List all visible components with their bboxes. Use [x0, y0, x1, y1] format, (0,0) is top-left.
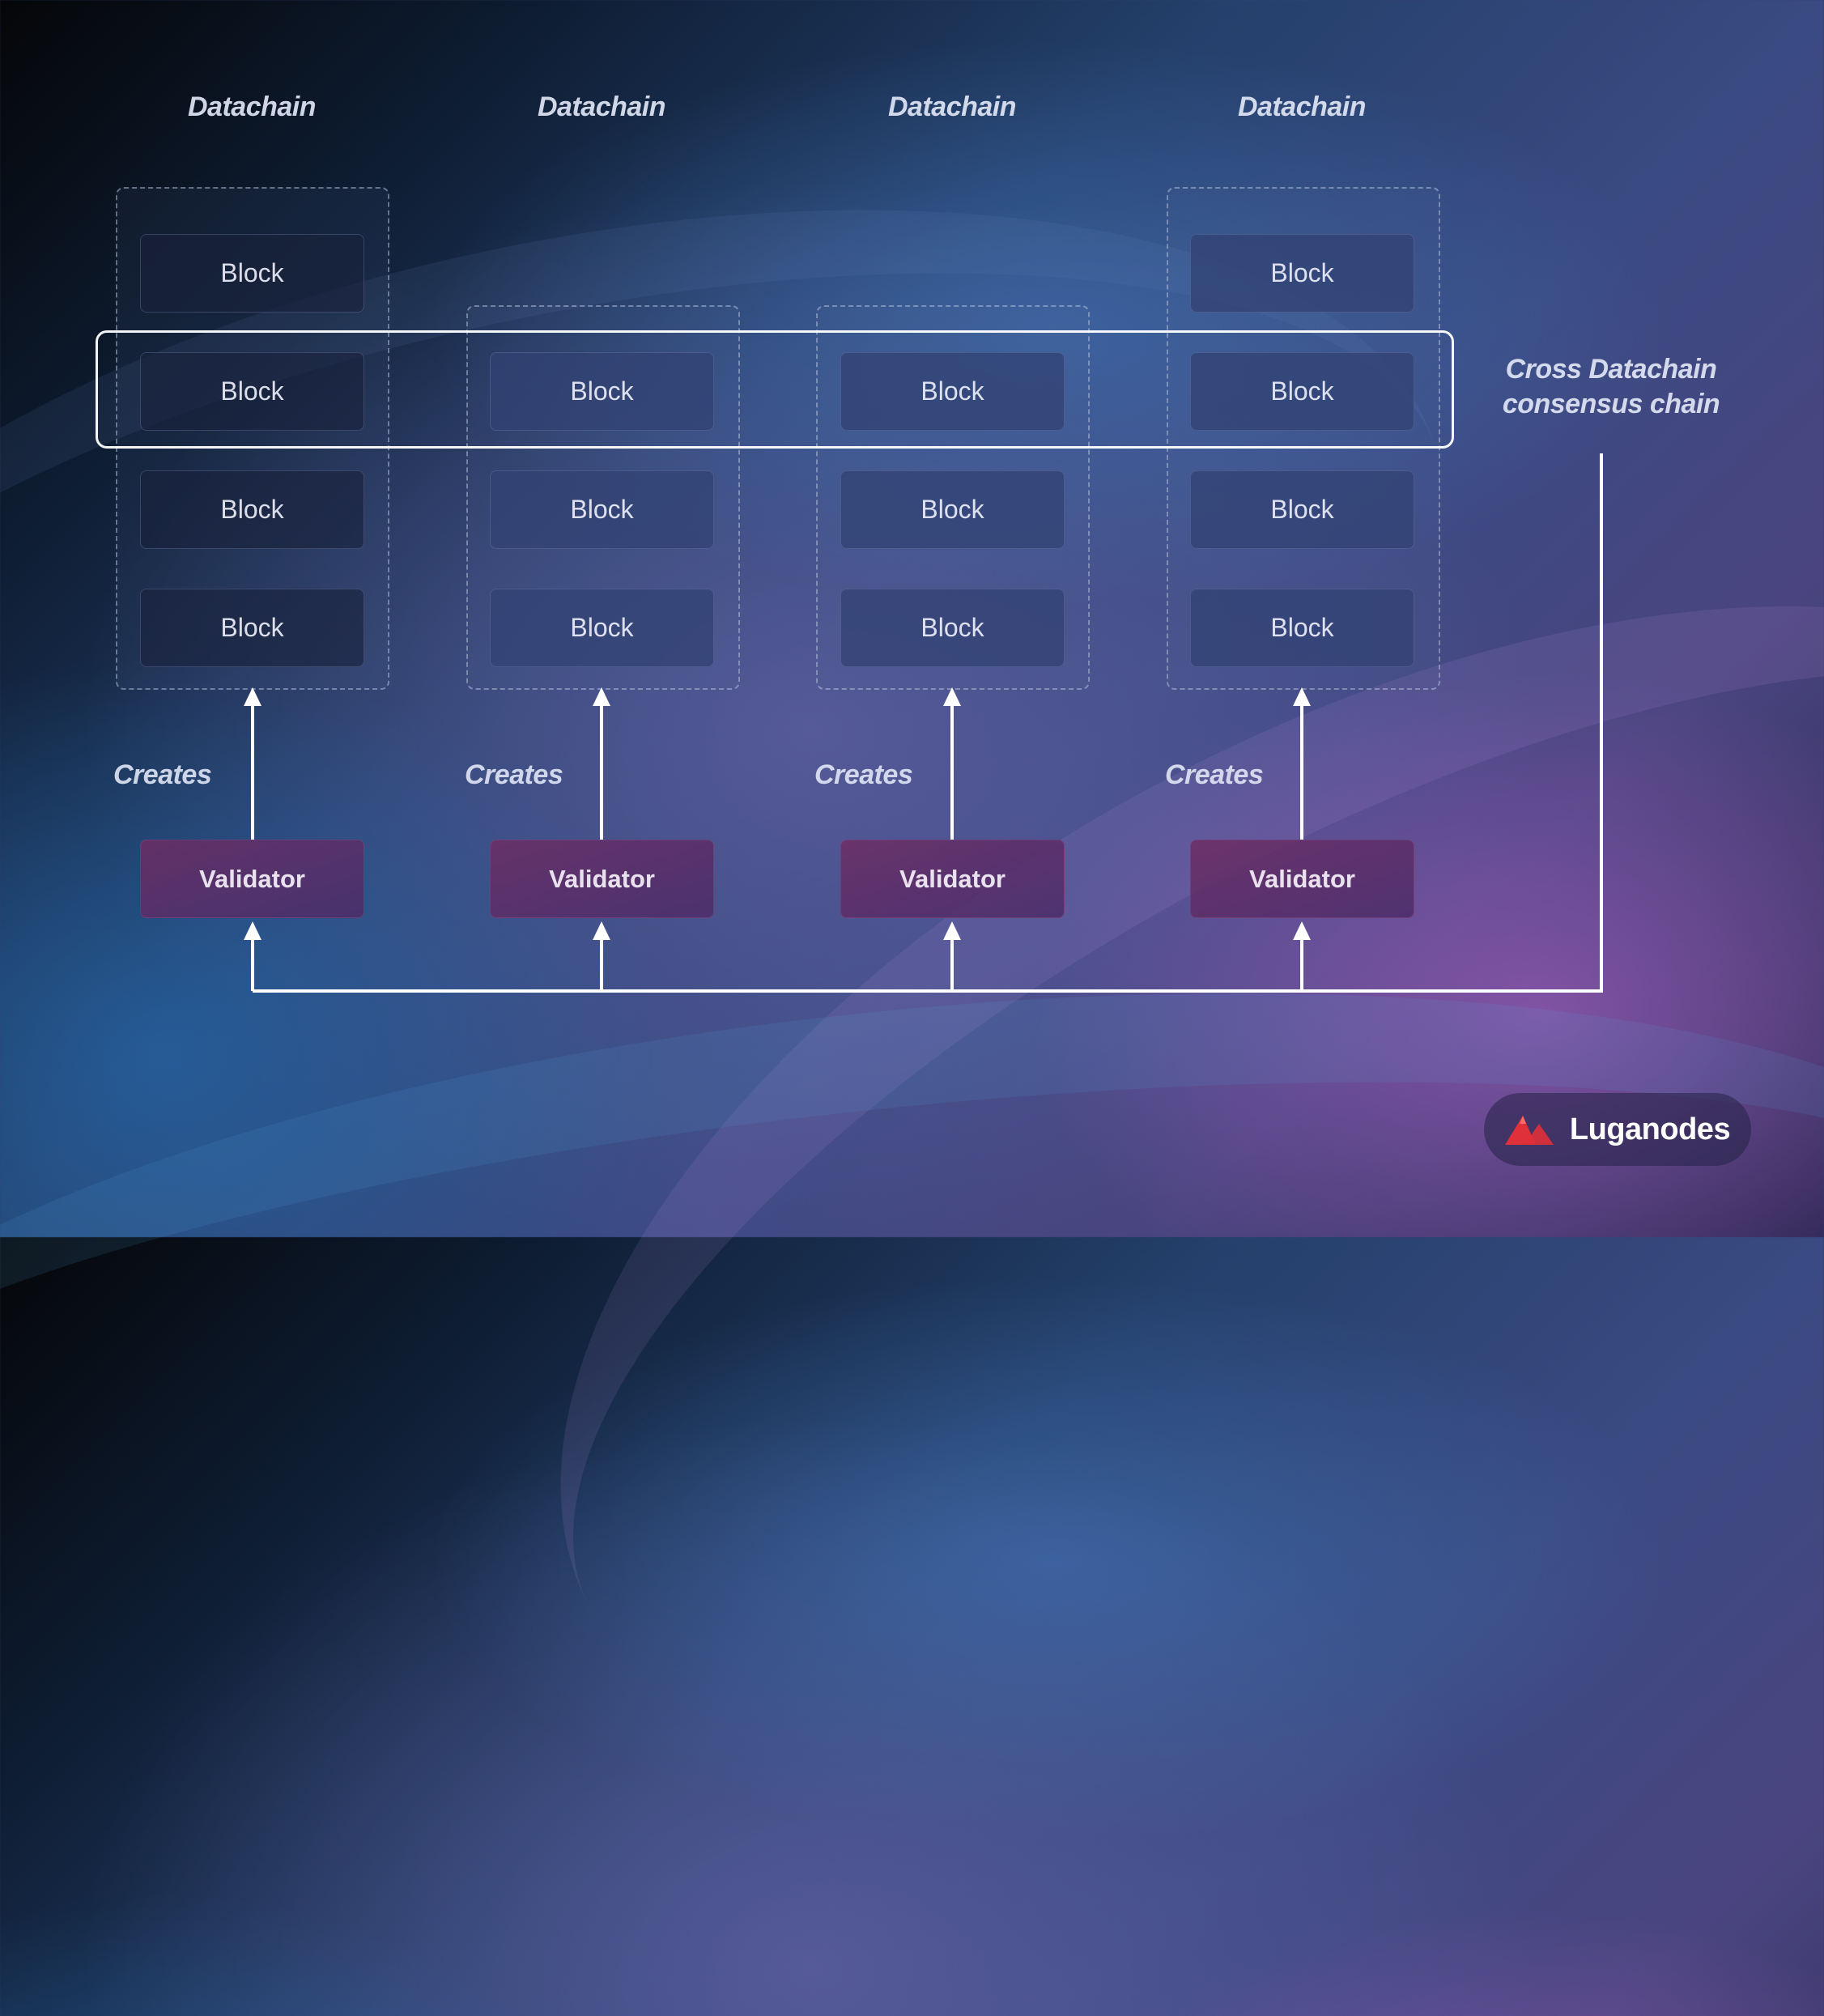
block: Block — [490, 352, 714, 431]
block: Block — [490, 589, 714, 667]
block: Block — [490, 470, 714, 549]
arrow-head — [244, 921, 261, 940]
consensus-label-line-2: consensus chain — [1502, 389, 1720, 419]
block: Block — [1190, 352, 1414, 431]
arrow-head — [593, 687, 610, 706]
validator-4: Validator — [1190, 840, 1414, 918]
datachain-title-2: Datachain — [538, 91, 666, 122]
arrow-head — [943, 687, 961, 706]
datachain-title-1: Datachain — [188, 91, 317, 122]
arrow-head — [1293, 687, 1311, 706]
brand-name: Luganodes — [1569, 1112, 1731, 1146]
validator-1: Validator — [140, 840, 364, 918]
arrow-head — [1293, 921, 1311, 940]
connector-arrows — [0, 0, 1824, 1237]
block: Block — [840, 470, 1065, 549]
arrow-head — [593, 921, 610, 940]
block: Block — [1190, 234, 1414, 313]
block: Block — [140, 589, 364, 667]
mountain-logo-icon — [1504, 1116, 1554, 1145]
datachain-title-3: Datachain — [888, 91, 1017, 122]
block: Block — [140, 234, 364, 313]
creates-label-3: Creates — [814, 759, 913, 790]
block: Block — [840, 589, 1065, 667]
luganodes-logo: Luganodes — [1484, 1093, 1751, 1166]
block: Block — [1190, 589, 1414, 667]
block: Block — [1190, 470, 1414, 549]
creates-label-2: Creates — [465, 759, 563, 790]
consensus-label-line-1: Cross Datachain — [1505, 354, 1717, 385]
consensus-chain-frame — [96, 330, 1454, 449]
consensus-chain-label: Cross Datachain consensus chain — [1482, 352, 1741, 422]
consensus-feedback-line — [253, 453, 1603, 993]
creates-label-4: Creates — [1165, 759, 1264, 790]
validator-2: Validator — [490, 840, 714, 918]
creates-label-1: Creates — [113, 759, 212, 790]
block: Block — [140, 470, 364, 549]
block: Block — [140, 352, 364, 431]
datachain-title-4: Datachain — [1238, 91, 1367, 122]
arrow-head — [244, 687, 261, 706]
validator-3: Validator — [840, 840, 1065, 918]
arrow-head — [943, 921, 961, 940]
block: Block — [840, 352, 1065, 431]
